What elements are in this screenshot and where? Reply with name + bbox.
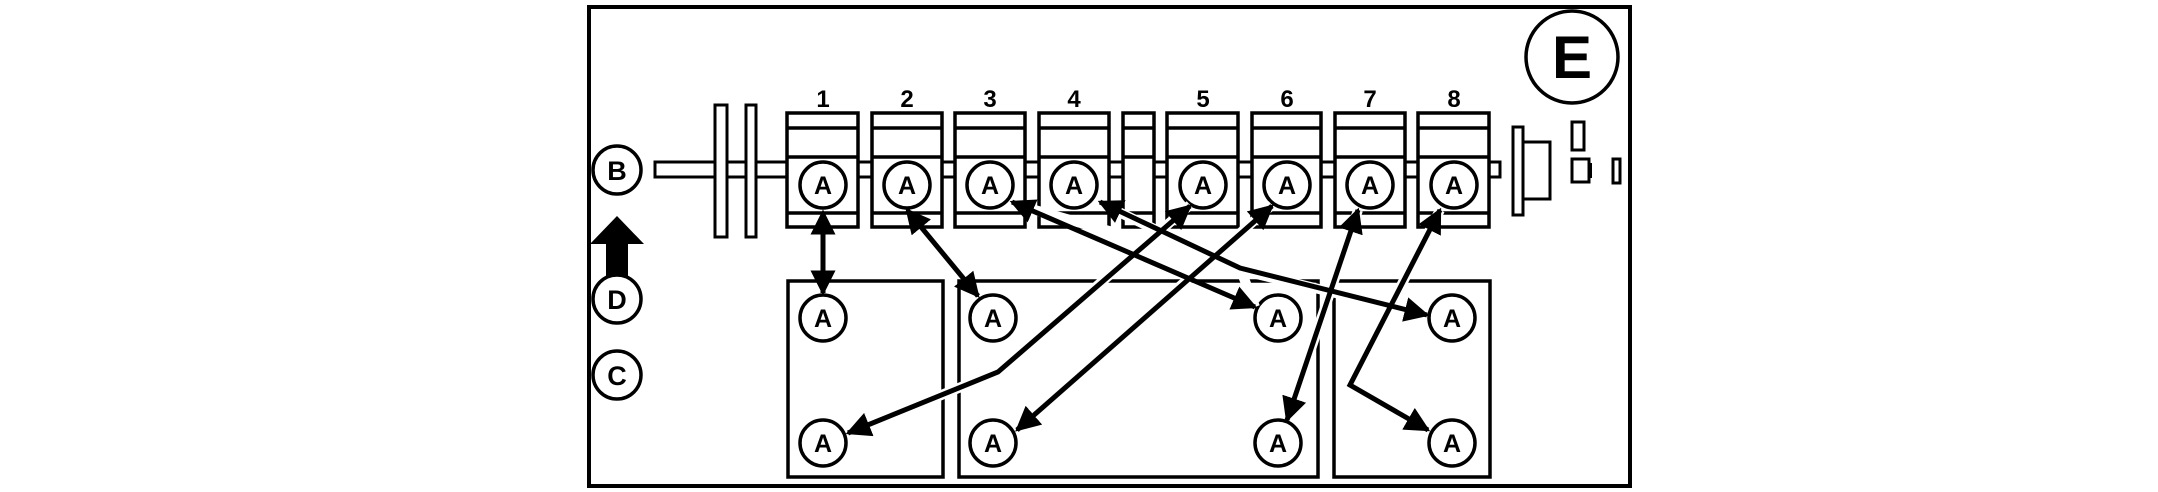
callout-d: D: [591, 273, 643, 325]
connector-box-middle-top-left: A: [968, 293, 1018, 343]
callout-e: E: [1524, 9, 1620, 105]
connector-a-label: A: [1443, 430, 1461, 458]
callout-e-label: E: [1552, 24, 1592, 91]
block-number: 4: [1067, 86, 1081, 113]
up-arrow-icon: [590, 216, 644, 277]
connection-arrows: [810, 198, 1445, 438]
connector-a-label: A: [1194, 172, 1212, 200]
connector-box-left-top: A: [798, 293, 848, 343]
callout-d-label: D: [607, 285, 627, 315]
plate-2: [744, 103, 758, 239]
arrow-8: [1346, 207, 1443, 433]
callout-b: B: [591, 144, 643, 196]
connector-box-middle-bottom-right: A: [1253, 418, 1303, 468]
block-number: 2: [900, 86, 913, 113]
callout-c: C: [591, 349, 643, 401]
connector-a-label: A: [984, 430, 1002, 458]
callout-b-label: B: [607, 156, 627, 186]
connector-box-left-bottom: A: [798, 418, 848, 468]
connector-box-middle-bottom-left: A: [968, 418, 1018, 468]
connector-a-label: A: [898, 172, 916, 200]
block-number: 3: [983, 86, 996, 113]
connector-a-label: A: [1065, 172, 1083, 200]
plate-1: [713, 103, 729, 239]
connector-a-label: A: [981, 172, 999, 200]
connector-box-right-top: A: [1427, 293, 1477, 343]
connector-a-label: A: [1445, 172, 1463, 200]
block-number: 7: [1363, 86, 1376, 113]
connector-a-label: A: [1278, 172, 1296, 200]
terminal-block-8: 8 A: [1416, 86, 1491, 229]
connector-box-middle-top-right: A: [1253, 293, 1303, 343]
spacer-block: [1121, 111, 1156, 229]
connector-a-label: A: [984, 305, 1002, 333]
connector-box-right-bottom: A: [1427, 418, 1477, 468]
connector-a-label: A: [1269, 430, 1287, 458]
connector-a-label: A: [1443, 305, 1461, 333]
end-fasteners: [1570, 120, 1622, 185]
block-number: 1: [816, 86, 829, 113]
block-number: 6: [1280, 86, 1293, 113]
connector-a-label: A: [1361, 172, 1379, 200]
block-number: 8: [1447, 86, 1460, 113]
block-number: 5: [1196, 86, 1209, 113]
connector-a-label: A: [1269, 305, 1287, 333]
connector-a-label: A: [814, 305, 832, 333]
connector-a-label: A: [814, 172, 832, 200]
connector-a-label: A: [814, 430, 832, 458]
arrow-6: [1015, 204, 1274, 432]
end-bracket: [1511, 125, 1552, 217]
callout-c-label: C: [607, 361, 627, 391]
arrow-7: [1282, 207, 1363, 423]
